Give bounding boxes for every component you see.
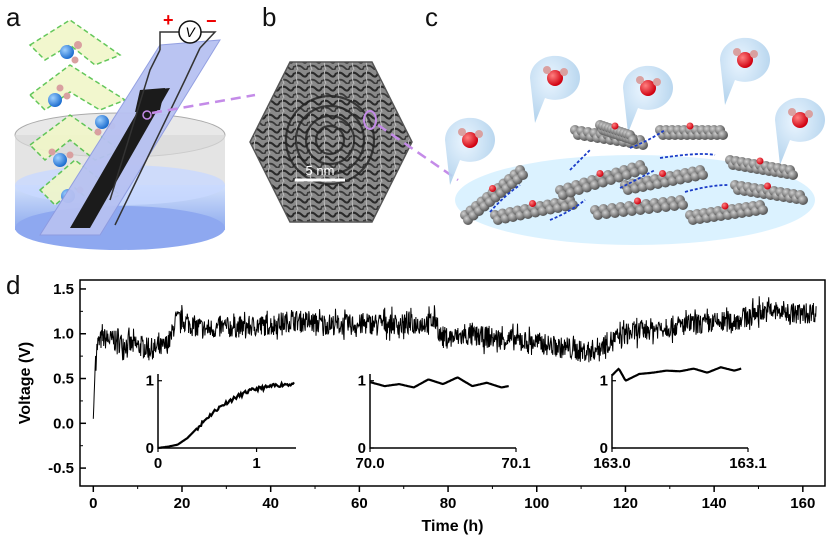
- x-tick-label: 20: [174, 495, 191, 512]
- plus-sign: +: [163, 10, 174, 30]
- inset-plot: 0 1 70.0 70.1: [355, 372, 531, 472]
- inset-y-tick-label: 1: [358, 373, 366, 390]
- inset-plot: 0 1 163.0 163.1: [593, 366, 767, 472]
- voltmeter-symbol: V: [185, 24, 196, 40]
- y-tick-label: 1.5: [53, 281, 74, 298]
- water-bubble: [719, 37, 770, 105]
- x-tick-label: 160: [790, 495, 815, 512]
- inset-x-tick-label: 70.1: [501, 455, 530, 472]
- panel-b-tem-image: 5 nm: [249, 61, 459, 223]
- illustrations: V + − 5 nm: [14, 10, 825, 250]
- x-tick-label: 40: [262, 495, 279, 512]
- inset-y-tick-label: 0: [146, 440, 154, 457]
- x-tick-label: 60: [351, 495, 368, 512]
- panel-letter-c: c: [425, 2, 438, 32]
- inset-series-line: [369, 376, 509, 389]
- inset-y-tick-label: 1: [146, 373, 154, 390]
- inset-y-tick-label: 1: [600, 373, 608, 390]
- graphene-ribbon: [620, 165, 708, 195]
- inset-x-tick-label: 1: [252, 455, 260, 472]
- graphene-ribbon: [460, 165, 528, 225]
- graphene-ribbon: [490, 195, 578, 225]
- y-tick-label: -0.5: [48, 460, 74, 477]
- water-bubble: [622, 65, 673, 133]
- graphene-ribbon: [555, 160, 648, 200]
- y-axis-label: Voltage (V): [17, 342, 34, 424]
- inset-plot: 0 1 0 1: [146, 372, 297, 472]
- graphene-ribbon: [685, 200, 768, 225]
- panel-letter-d: d: [6, 270, 21, 300]
- graphene-ribbon: [730, 180, 808, 205]
- panel-a-device: V + −: [14, 10, 256, 250]
- graphene-ribbon: [725, 155, 798, 180]
- inset-x-tick-label: 163.1: [729, 455, 767, 472]
- minus-sign: −: [206, 11, 217, 31]
- inset-y-tick-label: 0: [358, 440, 366, 457]
- oxygen-atom: [462, 132, 478, 148]
- x-tick-label: 0: [89, 495, 97, 512]
- x-tick-label: 100: [524, 495, 549, 512]
- water-bubble: [444, 117, 495, 185]
- voltmeter-icon: [178, 20, 202, 44]
- oxygen-atom: [640, 80, 656, 96]
- graphene-ribbon: [595, 120, 638, 145]
- inset-x-tick-label: 163.0: [593, 455, 631, 472]
- panel-letter-b: b: [262, 2, 277, 32]
- x-tick-label: 140: [702, 495, 727, 512]
- y-tick-label: 0.5: [53, 371, 74, 388]
- inset-x-tick-label: 70.0: [355, 455, 384, 472]
- y-tick-label: 0.0: [53, 415, 74, 432]
- oxygen-atom: [547, 70, 563, 86]
- panel-c-illustration: [444, 37, 825, 245]
- x-tick-label: 120: [613, 495, 638, 512]
- panel-letter-a: a: [6, 2, 21, 32]
- y-tick-label: 1.0: [53, 326, 74, 343]
- oxygen-atom: [792, 112, 808, 128]
- voltage-series-line: [92, 296, 817, 419]
- oxygen-atom: [737, 52, 753, 68]
- x-tick-label: 80: [440, 495, 457, 512]
- inset-series-line: [611, 366, 742, 382]
- inset-x-tick-label: 0: [154, 455, 162, 472]
- water-bubble: [529, 55, 580, 123]
- graphene-ribbon: [590, 195, 688, 220]
- inset-series-line: [157, 380, 295, 450]
- x-axis-label: Time (h): [422, 518, 484, 535]
- plot-frame: [79, 279, 826, 487]
- water-bubble: [774, 97, 825, 165]
- inset-y-tick-label: 0: [600, 440, 608, 457]
- scale-bar-label: 5 nm: [306, 163, 335, 178]
- graphene-ribbon: [655, 122, 728, 140]
